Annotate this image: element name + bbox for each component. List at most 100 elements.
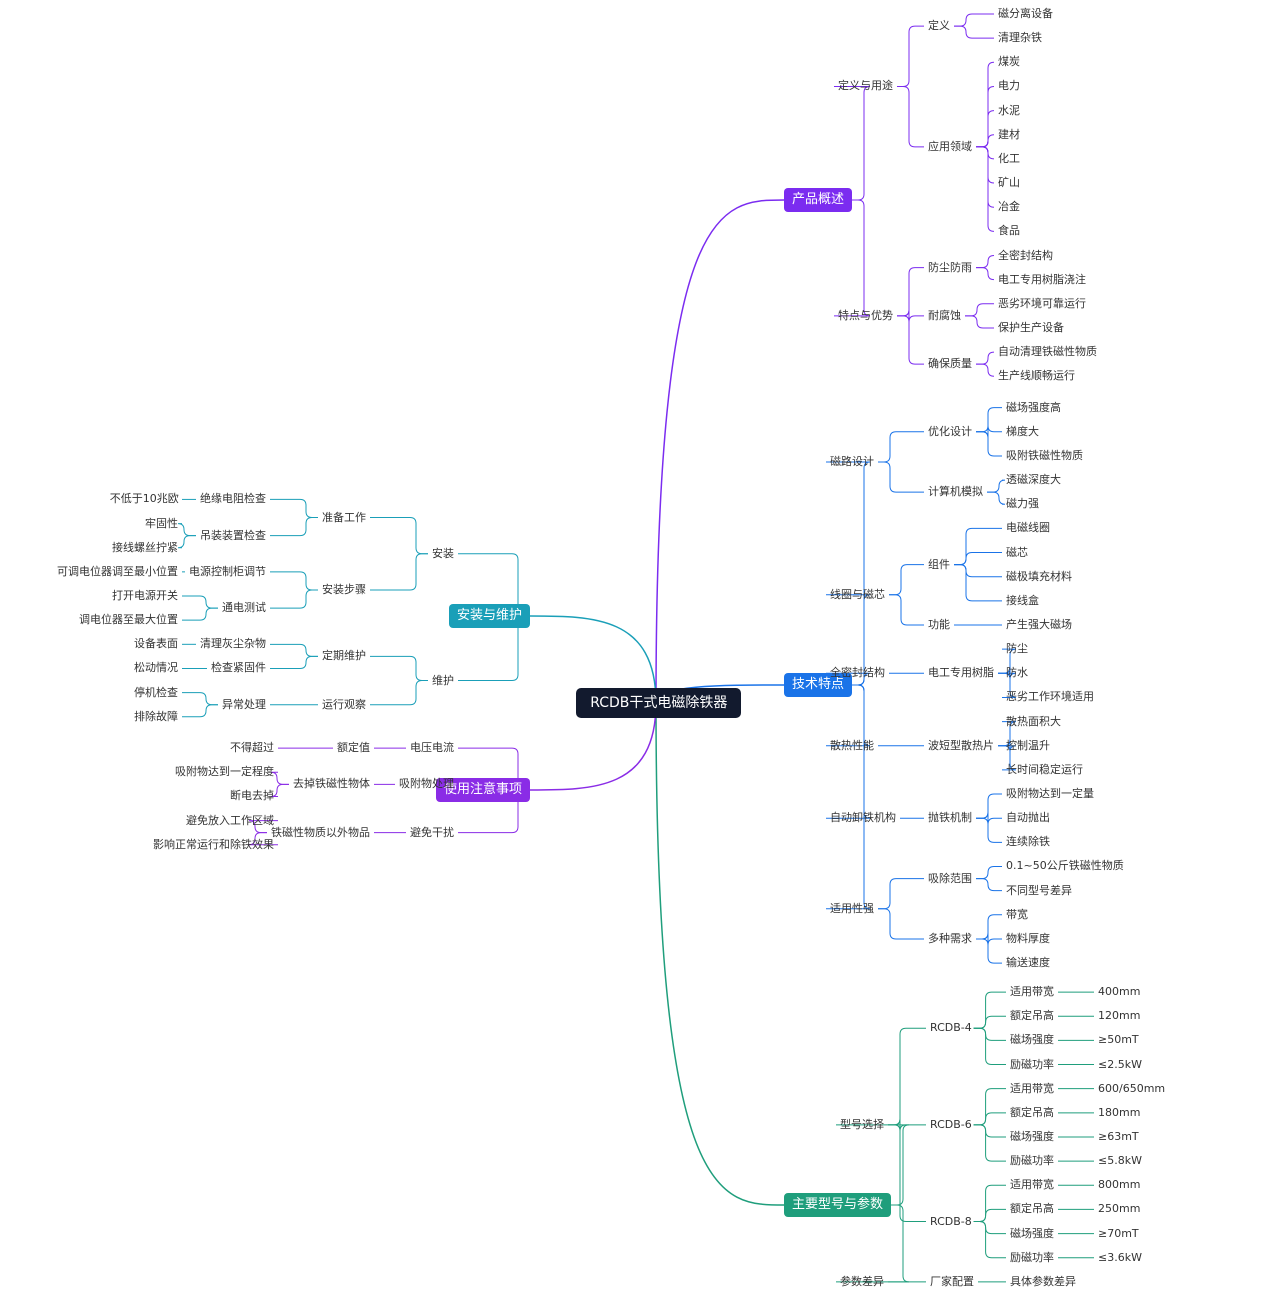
leaf-tech--[interactable]: 物料厚度 [1006, 931, 1050, 945]
leaf-overview--[interactable]: 化工 [998, 151, 1020, 165]
topic-tech--[interactable]: 电工专用树脂 [928, 666, 994, 680]
leaf-install--[interactable]: 松动情况 [134, 661, 178, 675]
topic-notes--[interactable]: 避免干扰 [410, 825, 454, 839]
leaf-tech--[interactable]: 带宽 [1006, 907, 1028, 921]
leaf-models--[interactable]: 具体参数差异 [1010, 1274, 1076, 1288]
topic-tech--[interactable]: 吸除范围 [928, 871, 972, 885]
topic-overview--[interactable]: 防尘防雨 [928, 260, 972, 274]
root-topic[interactable]: RCDB干式电磁除铁器 [576, 688, 742, 718]
topic-models--[interactable]: 励磁功率 [1010, 1154, 1054, 1168]
topic-models--[interactable]: 型号选择 [840, 1117, 884, 1131]
leaf-tech--[interactable]: 自动抛出 [1006, 811, 1050, 825]
leaf-tech--[interactable]: 磁极填充材料 [1006, 569, 1072, 583]
topic-models--[interactable]: 额定吊高 [1010, 1105, 1054, 1119]
topic-models--[interactable]: 磁场强度 [1010, 1033, 1054, 1047]
leaf-tech--[interactable]: 长时间稳定运行 [1006, 762, 1083, 776]
leaf-overview--[interactable]: 自动清理铁磁性物质 [998, 345, 1097, 359]
leaf-overview--[interactable]: 冶金 [998, 200, 1020, 214]
topic-install--[interactable]: 安装步骤 [322, 582, 366, 596]
leaf-overview--[interactable]: 电工专用树脂浇注 [998, 272, 1086, 286]
leaf-models-250mm[interactable]: 250mm [1098, 1202, 1141, 1216]
leaf-tech--[interactable]: 接线盒 [1006, 593, 1039, 607]
topic-install--[interactable]: 安装 [432, 546, 454, 560]
leaf-models--63mT[interactable]: ≥63mT [1098, 1129, 1139, 1143]
leaf-overview--[interactable]: 煤炭 [998, 55, 1020, 69]
leaf-models-600-650mm[interactable]: 600/650mm [1098, 1081, 1166, 1095]
topic-install--[interactable]: 绝缘电阻检查 [200, 492, 266, 506]
leaf-notes--[interactable]: 吸附物达到一定程度 [175, 765, 274, 779]
leaf-notes--[interactable]: 影响正常运行和除铁效果 [153, 837, 274, 851]
branch-install[interactable]: 安装与维护 [449, 604, 531, 628]
topic-models--[interactable]: 磁场强度 [1010, 1129, 1054, 1143]
leaf-tech--[interactable]: 电磁线圈 [1006, 521, 1050, 535]
branch-overview[interactable]: 产品概述 [784, 188, 853, 212]
leaf-overview--[interactable]: 生产线顺畅运行 [998, 369, 1075, 383]
topic-models--[interactable]: 额定吊高 [1010, 1202, 1054, 1216]
topic-models--[interactable]: 额定吊高 [1010, 1009, 1054, 1023]
topic-install--[interactable]: 维护 [432, 673, 454, 687]
topic-models-RCDB-6[interactable]: RCDB-6 [930, 1117, 972, 1131]
topic-overview--[interactable]: 应用领域 [928, 139, 972, 153]
leaf-models-800mm[interactable]: 800mm [1098, 1178, 1141, 1192]
topic-overview--[interactable]: 耐腐蚀 [928, 308, 961, 322]
leaf-overview--[interactable]: 清理杂铁 [998, 31, 1042, 45]
leaf-tech--[interactable]: 不同型号差异 [1006, 883, 1072, 897]
leaf-notes--[interactable]: 避免放入工作区域 [186, 813, 274, 827]
topic-install--[interactable]: 检查紧固件 [211, 661, 266, 675]
topic-tech--[interactable]: 多种需求 [928, 931, 972, 945]
topic-tech--[interactable]: 自动卸铁机构 [830, 811, 896, 825]
leaf-install--[interactable]: 打开电源开关 [112, 589, 178, 602]
topic-tech--[interactable]: 组件 [928, 557, 950, 571]
topic-tech--[interactable]: 全密封结构 [830, 666, 885, 680]
topic-tech--[interactable]: 计算机模拟 [928, 485, 983, 499]
topic-tech--[interactable]: 波短型散热片 [928, 738, 994, 752]
leaf-models--70mT[interactable]: ≥70mT [1098, 1226, 1139, 1240]
leaf-overview--[interactable]: 磁分离设备 [998, 7, 1053, 20]
leaf-tech--[interactable]: 吸附物达到一定量 [1006, 787, 1094, 801]
topic-models--[interactable]: 厂家配置 [930, 1274, 974, 1288]
leaf-install--10-[interactable]: 不低于10兆欧 [109, 492, 179, 506]
topic-notes--[interactable]: 去掉铁磁性物体 [293, 777, 370, 791]
leaf-tech--[interactable]: 透磁深度大 [1006, 473, 1061, 487]
topic-tech--[interactable]: 功能 [928, 617, 950, 631]
topic-overview--[interactable]: 定义 [928, 19, 950, 33]
leaf-tech--[interactable]: 控制温升 [1006, 738, 1050, 752]
topic-overview--[interactable]: 确保质量 [928, 357, 972, 371]
leaf-tech--[interactable]: 输送速度 [1006, 956, 1050, 970]
leaf-notes--[interactable]: 断电去掉 [230, 789, 274, 803]
topic-tech--[interactable]: 散热性能 [830, 738, 874, 752]
leaf-install--[interactable]: 可调电位器调至最小位置 [57, 564, 178, 578]
leaf-install--[interactable]: 设备表面 [134, 637, 178, 651]
leaf-tech--[interactable]: 连续除铁 [1006, 835, 1050, 849]
topic-overview--[interactable]: 特点与优势 [838, 308, 893, 322]
topic-models-RCDB-8[interactable]: RCDB-8 [930, 1214, 972, 1228]
branch-models[interactable]: 主要型号与参数 [784, 1193, 892, 1217]
topic-notes--[interactable]: 铁磁性物质以外物品 [271, 825, 370, 839]
topic-tech--[interactable]: 抛铁机制 [928, 811, 972, 825]
leaf-tech--[interactable]: 散热面积大 [1006, 714, 1061, 728]
branch-tech[interactable]: 技术特点 [784, 673, 853, 697]
leaf-tech--[interactable]: 产生强大磁场 [1006, 617, 1072, 631]
leaf-models-180mm[interactable]: 180mm [1098, 1105, 1141, 1119]
leaf-tech-0-1-50-[interactable]: 0.1~50公斤铁磁性物质 [1006, 859, 1124, 873]
topic-models-RCDB-4[interactable]: RCDB-4 [930, 1021, 972, 1035]
leaf-install--[interactable]: 调电位器至最大位置 [79, 613, 178, 627]
topic-install--[interactable]: 异常处理 [222, 697, 266, 711]
leaf-overview--[interactable]: 水泥 [998, 103, 1020, 117]
leaf-install--[interactable]: 牢固性 [145, 516, 178, 530]
leaf-install--[interactable]: 停机检查 [134, 685, 178, 699]
leaf-tech--[interactable]: 磁场强度高 [1006, 400, 1061, 414]
leaf-overview--[interactable]: 恶劣环境可靠运行 [998, 296, 1086, 310]
leaf-tech--[interactable]: 恶劣工作环境适用 [1006, 690, 1094, 704]
leaf-overview--[interactable]: 保护生产设备 [998, 320, 1064, 334]
topic-install--[interactable]: 电源控制柜调节 [189, 564, 266, 578]
topic-tech--[interactable]: 适用性强 [830, 901, 874, 915]
leaf-models-120mm[interactable]: 120mm [1098, 1009, 1141, 1023]
leaf-notes--[interactable]: 不得超过 [230, 741, 274, 755]
topic-notes--[interactable]: 吸附物处理 [399, 777, 454, 791]
topic-models--[interactable]: 适用带宽 [1010, 1178, 1054, 1192]
leaf-models--50mT[interactable]: ≥50mT [1098, 1033, 1139, 1047]
leaf-tech--[interactable]: 磁芯 [1006, 545, 1028, 559]
leaf-overview--[interactable]: 食品 [998, 224, 1020, 238]
leaf-tech--[interactable]: 防水 [1006, 666, 1028, 680]
